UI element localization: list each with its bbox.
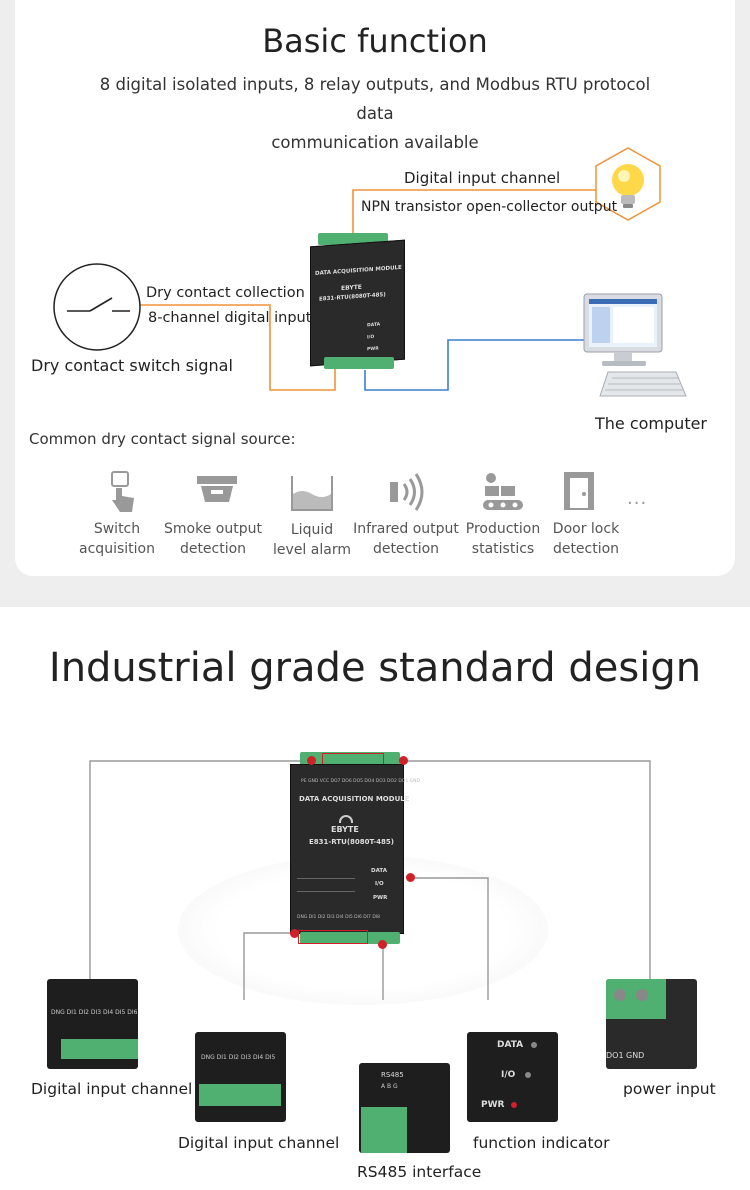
- photo-power-do1: DO1: [606, 1051, 624, 1060]
- photo-led-data: DATA: [497, 1040, 524, 1050]
- photo-di-terminal: [61, 1039, 138, 1059]
- photo-rs485-text: RS485: [381, 1071, 404, 1079]
- basic-function-title: Basic function: [262, 22, 488, 60]
- label-npn-output: NPN transistor open-collector output: [361, 199, 618, 215]
- subtitle-line-1: 8 digital isolated inputs, 8 relay outpu…: [99, 75, 651, 123]
- label-8-channel-input: 8-channel digital input: [148, 310, 312, 326]
- infrared-icon: [386, 470, 430, 514]
- photo-power-screw-2: [636, 989, 648, 1001]
- door-icon: [562, 470, 596, 514]
- module-small-header: DATA ACQUISITION MODULE: [315, 264, 402, 277]
- industrial-callout-lines: [89, 760, 651, 1000]
- module-small-led-data: DATA: [367, 322, 381, 329]
- photo-led-pwr: PWR: [481, 1100, 505, 1110]
- module-small-led-io: I/O: [367, 334, 375, 341]
- dot-bottom-rs485: [378, 940, 387, 949]
- callout-rs485: RS485 interface: [357, 1163, 482, 1181]
- dot-led: [406, 873, 415, 882]
- module-large-led-io: I/O: [375, 881, 384, 887]
- module-small-led-pwr: PWR: [367, 346, 379, 353]
- photo-rs485-terminal: [361, 1107, 407, 1153]
- photo-digital-input-2: DNG DI1 DI2 DI3 DI4 DI5: [195, 1032, 286, 1122]
- module-small: DATA ACQUISITION MODULE EBYTE E831-RTU(8…: [310, 233, 405, 373]
- module-large-bottom-highlight: [298, 930, 368, 944]
- orange-line-input: [140, 304, 336, 391]
- smoke-detector-icon: [195, 472, 239, 512]
- photo-power: DO1 GND: [606, 979, 697, 1069]
- photo-led-pwr-light: [511, 1102, 517, 1108]
- photo-indicator: DATA I/O PWR: [467, 1032, 558, 1122]
- basic-function-subtitle: 8 digital isolated inputs, 8 relay outpu…: [80, 70, 670, 157]
- more-icon: ...: [627, 488, 648, 509]
- blue-line-computer: [364, 339, 585, 391]
- dry-contact-switch-icon: [53, 263, 141, 351]
- module-large-led-pwr: PWR: [373, 895, 388, 901]
- wifi-icon: [339, 815, 353, 823]
- photo-power-gnd: GND: [626, 1051, 645, 1060]
- module-large-body: PE GND VCC DO7 DO6 DO5 DO4 DO3 DO2 DO1 G…: [290, 764, 420, 934]
- photo-power-screw-1: [614, 989, 626, 1001]
- module-large-brand: EBYTE: [331, 825, 359, 834]
- photo-di-terminal-2: [199, 1084, 281, 1106]
- module-large-model: E831-RTU(8080T-485): [309, 838, 394, 846]
- callout-digital-input-1: Digital input channel: [31, 1080, 193, 1098]
- module-large-led-data: DATA: [371, 868, 387, 874]
- photo-digital-input-1: DNG DI1 DI2 DI3 DI4 DI5 DI6: [47, 979, 138, 1069]
- label-common-source: Common dry contact signal source:: [29, 430, 296, 448]
- module-large-wave: [297, 878, 355, 892]
- finger-press-icon: [100, 468, 144, 514]
- module-small-model: E831-RTU(8080T-485): [319, 292, 386, 303]
- dot-top-right: [399, 756, 408, 765]
- label-the-computer: The computer: [595, 414, 708, 433]
- photo-led-io-light: [525, 1072, 531, 1078]
- computer-icon: [583, 293, 687, 397]
- callout-indicator: function indicator: [473, 1134, 610, 1152]
- photo-di-pins: DNG DI1 DI2 DI3 DI4 DI5 DI6: [51, 1009, 138, 1016]
- callout-digital-input-2: Digital input channel: [178, 1134, 340, 1152]
- label-digital-input-channel: Digital input channel: [404, 169, 561, 187]
- module-small-body: DATA ACQUISITION MODULE EBYTE E831-RTU(8…: [310, 239, 405, 367]
- callout-power: power input: [623, 1080, 716, 1098]
- module-large-bottom-pins: DNG DI1 DI2 DI3 DI4 DI5 DI6 DI7 DI8: [297, 915, 381, 920]
- photo-di-pins-2: DNG DI1 DI2 DI3 DI4 DI5: [201, 1054, 276, 1061]
- module-large-top-terminal: [300, 752, 400, 766]
- photo-led-io: I/O: [501, 1070, 516, 1080]
- production-icon: [481, 470, 525, 514]
- lightbulb-icon: [595, 147, 661, 221]
- photo-led-data-light: [531, 1042, 537, 1048]
- module-small-brand: EBYTE: [341, 283, 362, 293]
- dot-bottom-left: [290, 929, 299, 938]
- label-dry-contact-collection: Dry contact collection: [146, 285, 305, 301]
- label-dry-contact-switch-signal: Dry contact switch signal: [31, 356, 233, 375]
- module-large-header: DATA ACQUISITION MODULE: [299, 795, 410, 803]
- liquid-level-icon: [290, 470, 334, 514]
- module-large: PE GND VCC DO7 DO6 DO5 DO4 DO3 DO2 DO1 G…: [290, 752, 420, 947]
- photo-rs485: RS485 A B G: [359, 1063, 450, 1153]
- photo-rs485-pins: A B G: [381, 1083, 398, 1090]
- module-large-bottom-terminal: [300, 932, 400, 944]
- basic-diagram-lines: [140, 189, 600, 391]
- orange-line-output: [352, 189, 600, 238]
- industrial-title: Industrial grade standard design: [48, 645, 702, 691]
- module-large-top-pins: PE GND VCC DO7 DO6 DO5 DO4 DO3 DO2 DO1 G…: [301, 779, 420, 784]
- subtitle-line-2: communication available: [271, 133, 479, 152]
- dot-top-left: [307, 756, 316, 765]
- module-small-bottom-terminal: [324, 357, 394, 369]
